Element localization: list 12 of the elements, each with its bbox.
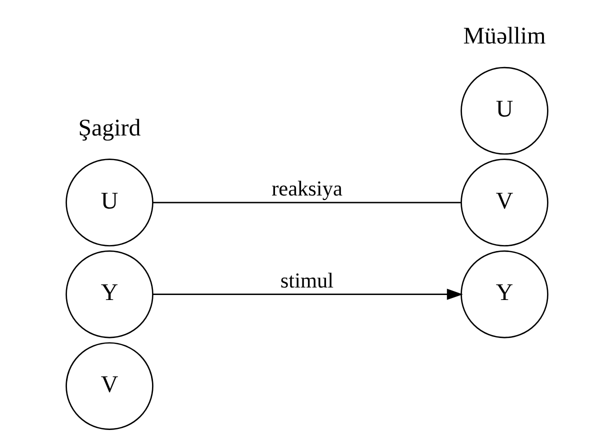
node-circle: V: [66, 342, 154, 430]
node-circle: Y: [460, 250, 548, 338]
connector: [152, 202, 461, 204]
label: Şagird: [78, 115, 141, 142]
node-circle: U: [460, 66, 548, 155]
arrow: [152, 288, 463, 300]
edge-label: stimul: [280, 268, 334, 292]
edge-label: reaksiya: [272, 176, 342, 201]
node-circle: Y: [66, 250, 154, 338]
label: Müəllim: [463, 23, 546, 50]
node-circle: V: [460, 158, 548, 246]
node-circle: U: [66, 158, 154, 246]
